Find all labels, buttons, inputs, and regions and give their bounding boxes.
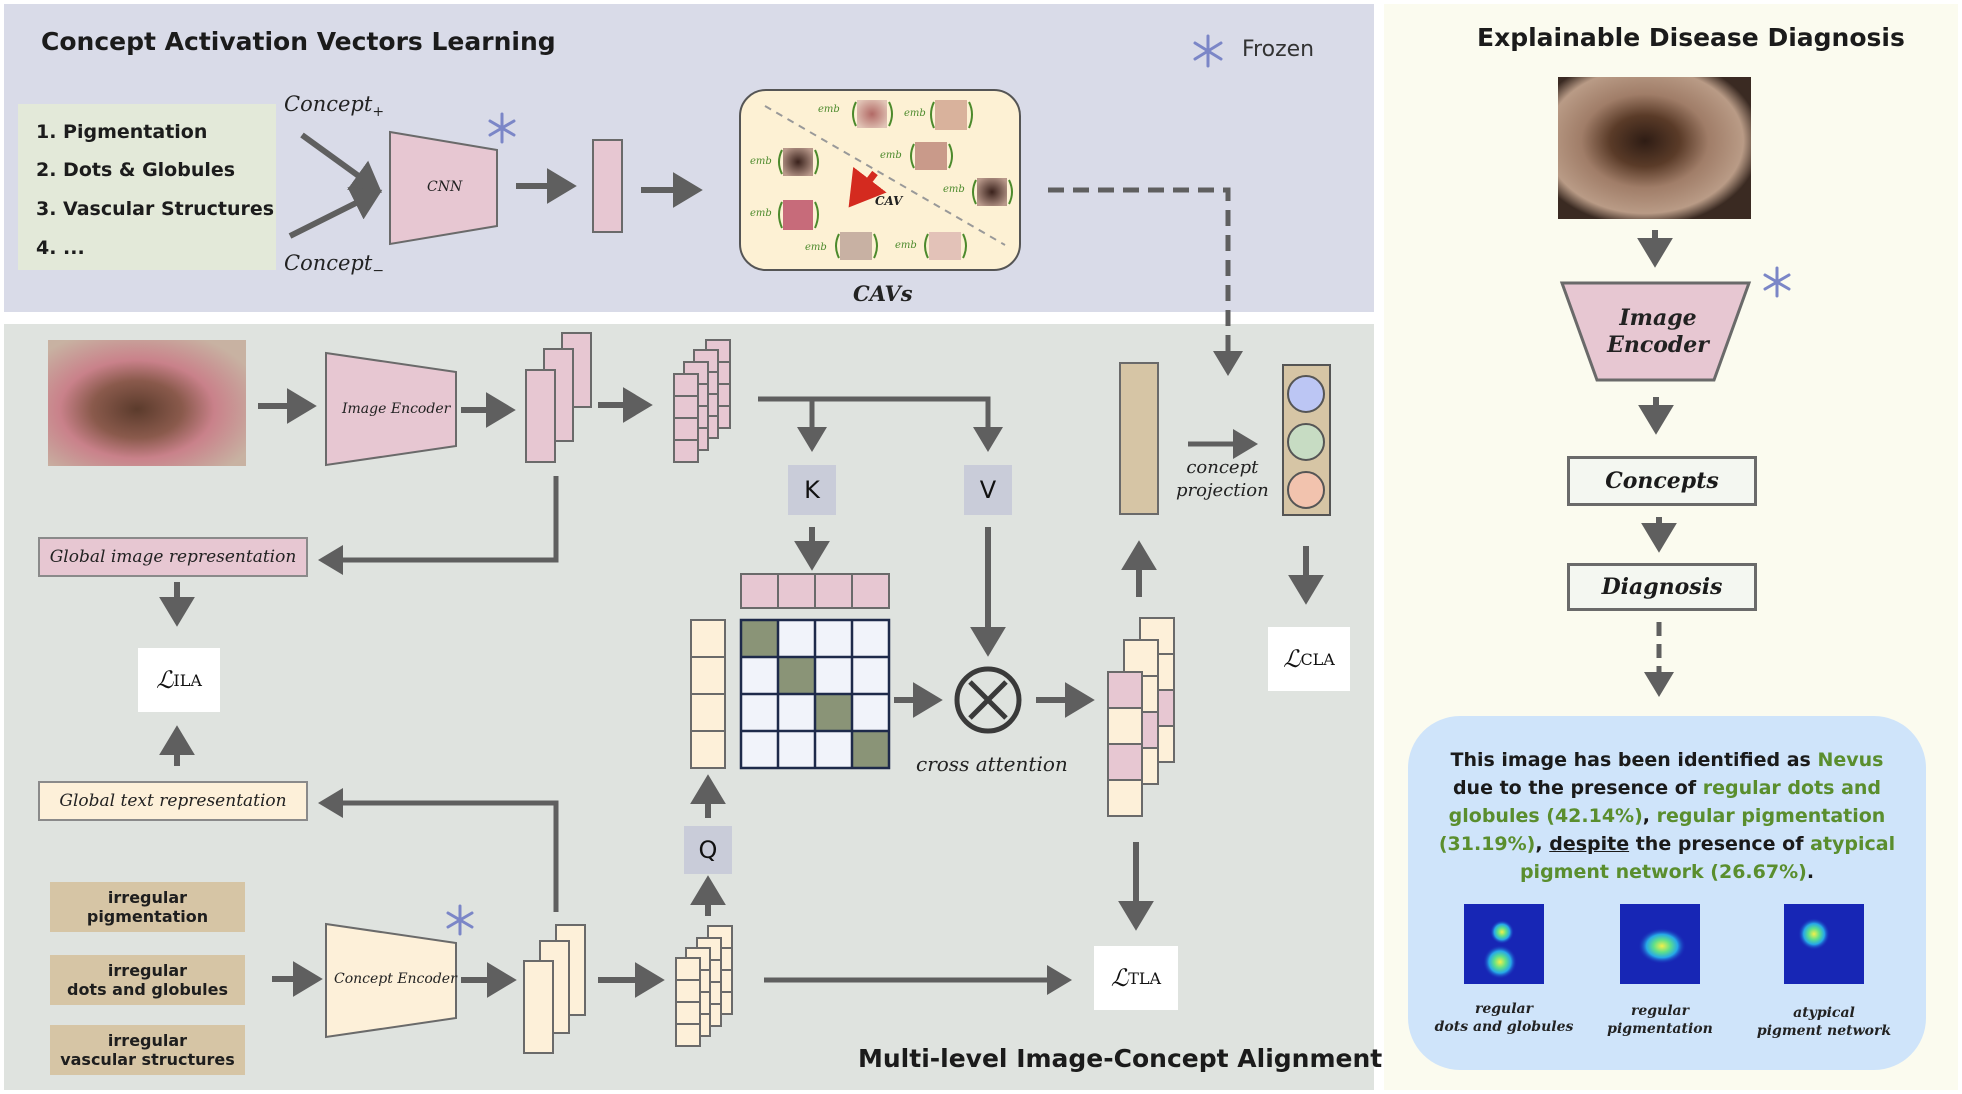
concept-positive-label: Concept+ bbox=[284, 92, 385, 121]
emb-label: emb bbox=[750, 156, 772, 167]
concept-score-column bbox=[1282, 364, 1331, 516]
cnn-feature-vector bbox=[592, 139, 623, 233]
v-token-label: V bbox=[964, 465, 1012, 515]
heatmap-pigment-network bbox=[1784, 904, 1864, 984]
concept-features-to-global-text-arrow bbox=[317, 788, 559, 912]
concept-tokens bbox=[675, 925, 733, 1047]
features-to-global-image-arrow bbox=[317, 476, 559, 575]
emb-label: emb bbox=[895, 240, 917, 251]
emb-label: emb bbox=[750, 208, 772, 219]
snowflake-icon bbox=[488, 112, 516, 144]
cav-panel-title: Concept Activation Vectors Learning bbox=[41, 27, 556, 56]
input-lesion-image bbox=[48, 340, 246, 466]
global-text-representation: Global text representation bbox=[38, 781, 308, 821]
diagnosis-input-image bbox=[1558, 77, 1751, 219]
fused-token-stack bbox=[1107, 617, 1175, 817]
alignment-panel-title: Multi-level Image-Concept Alignment bbox=[858, 1044, 1383, 1073]
heatmap-pigmentation bbox=[1620, 904, 1700, 984]
concept-item: 3. Vascular Structures bbox=[36, 198, 275, 220]
emb-label: emb bbox=[805, 242, 827, 253]
query-token-column bbox=[690, 619, 726, 769]
cavs-caption: CAVs bbox=[853, 281, 913, 306]
cnn-block bbox=[389, 130, 498, 246]
explanation-text: This image has been identified as Nevus … bbox=[1438, 749, 1896, 883]
diagnosis-box: Diagnosis bbox=[1567, 563, 1757, 611]
k-token-label: K bbox=[788, 465, 836, 515]
diagnosis-panel-title: Explainable Disease Diagnosis bbox=[1477, 23, 1905, 52]
snowflake-icon bbox=[1193, 34, 1223, 68]
frozen-label: Frozen bbox=[1242, 37, 1315, 62]
image-encoder-block bbox=[325, 351, 457, 467]
emb-label: emb bbox=[943, 184, 965, 195]
concepts-box: Concepts bbox=[1567, 456, 1757, 506]
emb-label: emb bbox=[904, 108, 926, 119]
concept-negative-label: Concept− bbox=[284, 251, 385, 280]
image-patch-tokens bbox=[673, 339, 731, 463]
concept-projection-label: concept projection bbox=[1176, 457, 1269, 501]
concept-pos-arrow bbox=[300, 132, 382, 193]
concept-item: 1. Pigmentation bbox=[36, 121, 208, 143]
concept-encoder-block bbox=[325, 922, 457, 1039]
emb-label: emb bbox=[818, 104, 840, 115]
concept-feature-maps bbox=[523, 924, 586, 1054]
patches-to-v-arrow bbox=[812, 396, 1003, 453]
q-token-label: Q bbox=[684, 826, 732, 874]
cross-attention-label: cross attention bbox=[916, 752, 1068, 776]
concept-item: 4. ... bbox=[36, 237, 85, 259]
emb-thumbnails bbox=[783, 100, 1007, 260]
image-feature-maps bbox=[525, 332, 592, 463]
cav-vector-arrow bbox=[848, 166, 887, 208]
concept-item: 2. Dots & Globules bbox=[36, 159, 236, 181]
diagnosis-image-encoder-label: Image Encoder bbox=[1607, 305, 1709, 358]
key-token-row bbox=[740, 573, 890, 609]
attention-matrix bbox=[739, 618, 891, 770]
cnn-label: CNN bbox=[427, 179, 463, 195]
snowflake-icon bbox=[446, 904, 474, 936]
concept-list: 1. Pigmentation 2. Dots & Globules 3. Va… bbox=[18, 104, 276, 270]
diagnosis-image-encoder-block bbox=[1559, 281, 1752, 382]
cross-attention-operator bbox=[954, 666, 1022, 734]
emb-label: emb bbox=[880, 150, 902, 161]
heatmap-dots-globules bbox=[1464, 904, 1544, 984]
cav-arrow-label: CAV bbox=[875, 194, 903, 208]
image-encoder-label: Image Encoder bbox=[342, 401, 451, 417]
explanation-card: This image has been identified as Nevus … bbox=[1408, 716, 1926, 1070]
cav-to-projection-dashed bbox=[1048, 187, 1243, 377]
fused-global-vector bbox=[1119, 362, 1159, 515]
concept-neg-arrow bbox=[288, 187, 383, 239]
snowflake-icon bbox=[1763, 266, 1791, 298]
emb-brackets bbox=[778, 101, 1013, 259]
global-image-representation: Global image representation bbox=[38, 537, 308, 577]
concept-encoder-label: Concept Encoder bbox=[334, 971, 457, 987]
